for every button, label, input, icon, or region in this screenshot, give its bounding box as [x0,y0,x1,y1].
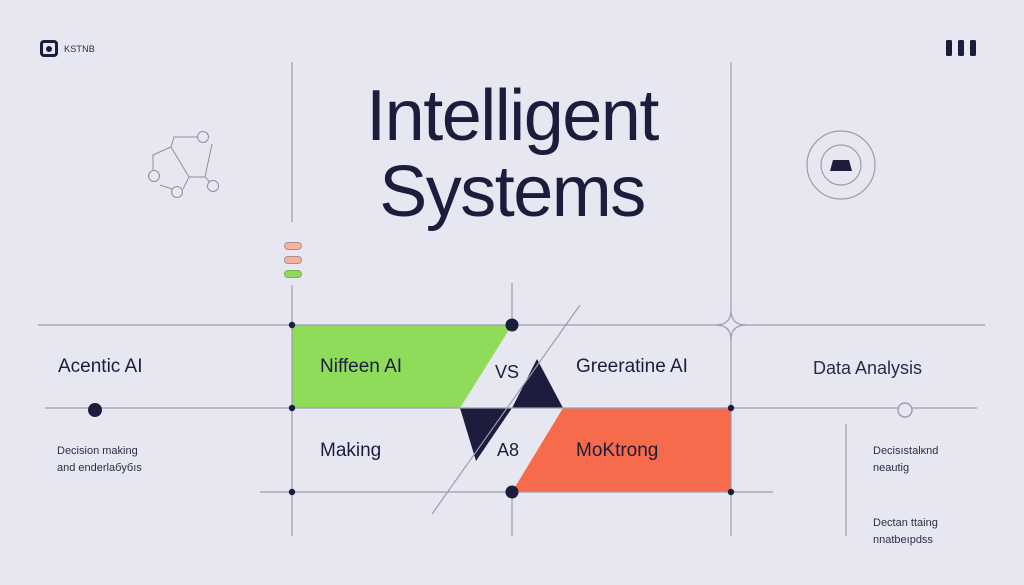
menu-button[interactable] [946,40,976,56]
brand-text: KSTNB [64,43,96,54]
menu-bar-icon [970,40,976,56]
description-line: Decision making [57,445,138,457]
note-line: Decisıstalκnd [873,445,939,457]
cell-bottom-left: Making [320,440,382,461]
note-line: neautig [873,462,910,474]
status-pill-peach [284,242,302,250]
cell-top-right: Greeratine AI [576,356,688,377]
menu-bar-icon [946,40,952,56]
left-column-description: Decision making and enderlaбyбıs [57,443,142,477]
cell-bottom-right: MoKtrong [576,440,659,461]
status-pills [284,242,302,278]
node-dot [727,404,735,412]
green-panel [292,325,512,408]
sparkle-node [715,309,747,341]
upper-dark-triangle [512,359,563,408]
slider-handle-right[interactable] [897,402,913,418]
node-dot [727,488,735,496]
node-dot-large [505,485,519,499]
right-note-2: Dectan ttaing nnatbeıpdss [873,515,938,549]
right-note-1: Decisıstalκnd neautig [873,443,938,477]
note-line: nnatbeıpdss [873,534,933,546]
network-graph-icon [148,131,219,198]
status-pill-green [284,270,302,278]
square-dot-logo-icon [40,40,58,57]
concentric-target-icon [806,130,876,200]
node-dot [288,488,296,496]
status-pill-peach [284,256,302,264]
orange-panel [512,408,731,492]
title-line-1: Intelligent [366,76,659,156]
right-column-title: Data Analysis [813,358,923,378]
slider-handle-left[interactable] [88,403,102,417]
note-line: Dectan ttaing [873,517,938,529]
left-column-title: Acentic AI [58,356,143,377]
cell-top-left: Niffeen AI [320,356,403,377]
node-dot-large [505,318,519,332]
node-dot [288,404,296,412]
title-line-2: Systems [379,152,646,232]
lower-dark-triangle [460,408,512,461]
menu-bar-icon [958,40,964,56]
a8-label: A8 [497,440,520,460]
page-title: Intelligent Systems [292,78,732,230]
brand[interactable]: KSTNB [40,40,95,57]
description-line: and enderlaбyбıs [57,462,142,474]
vs-label: VS [495,362,520,382]
node-dot [288,321,296,329]
